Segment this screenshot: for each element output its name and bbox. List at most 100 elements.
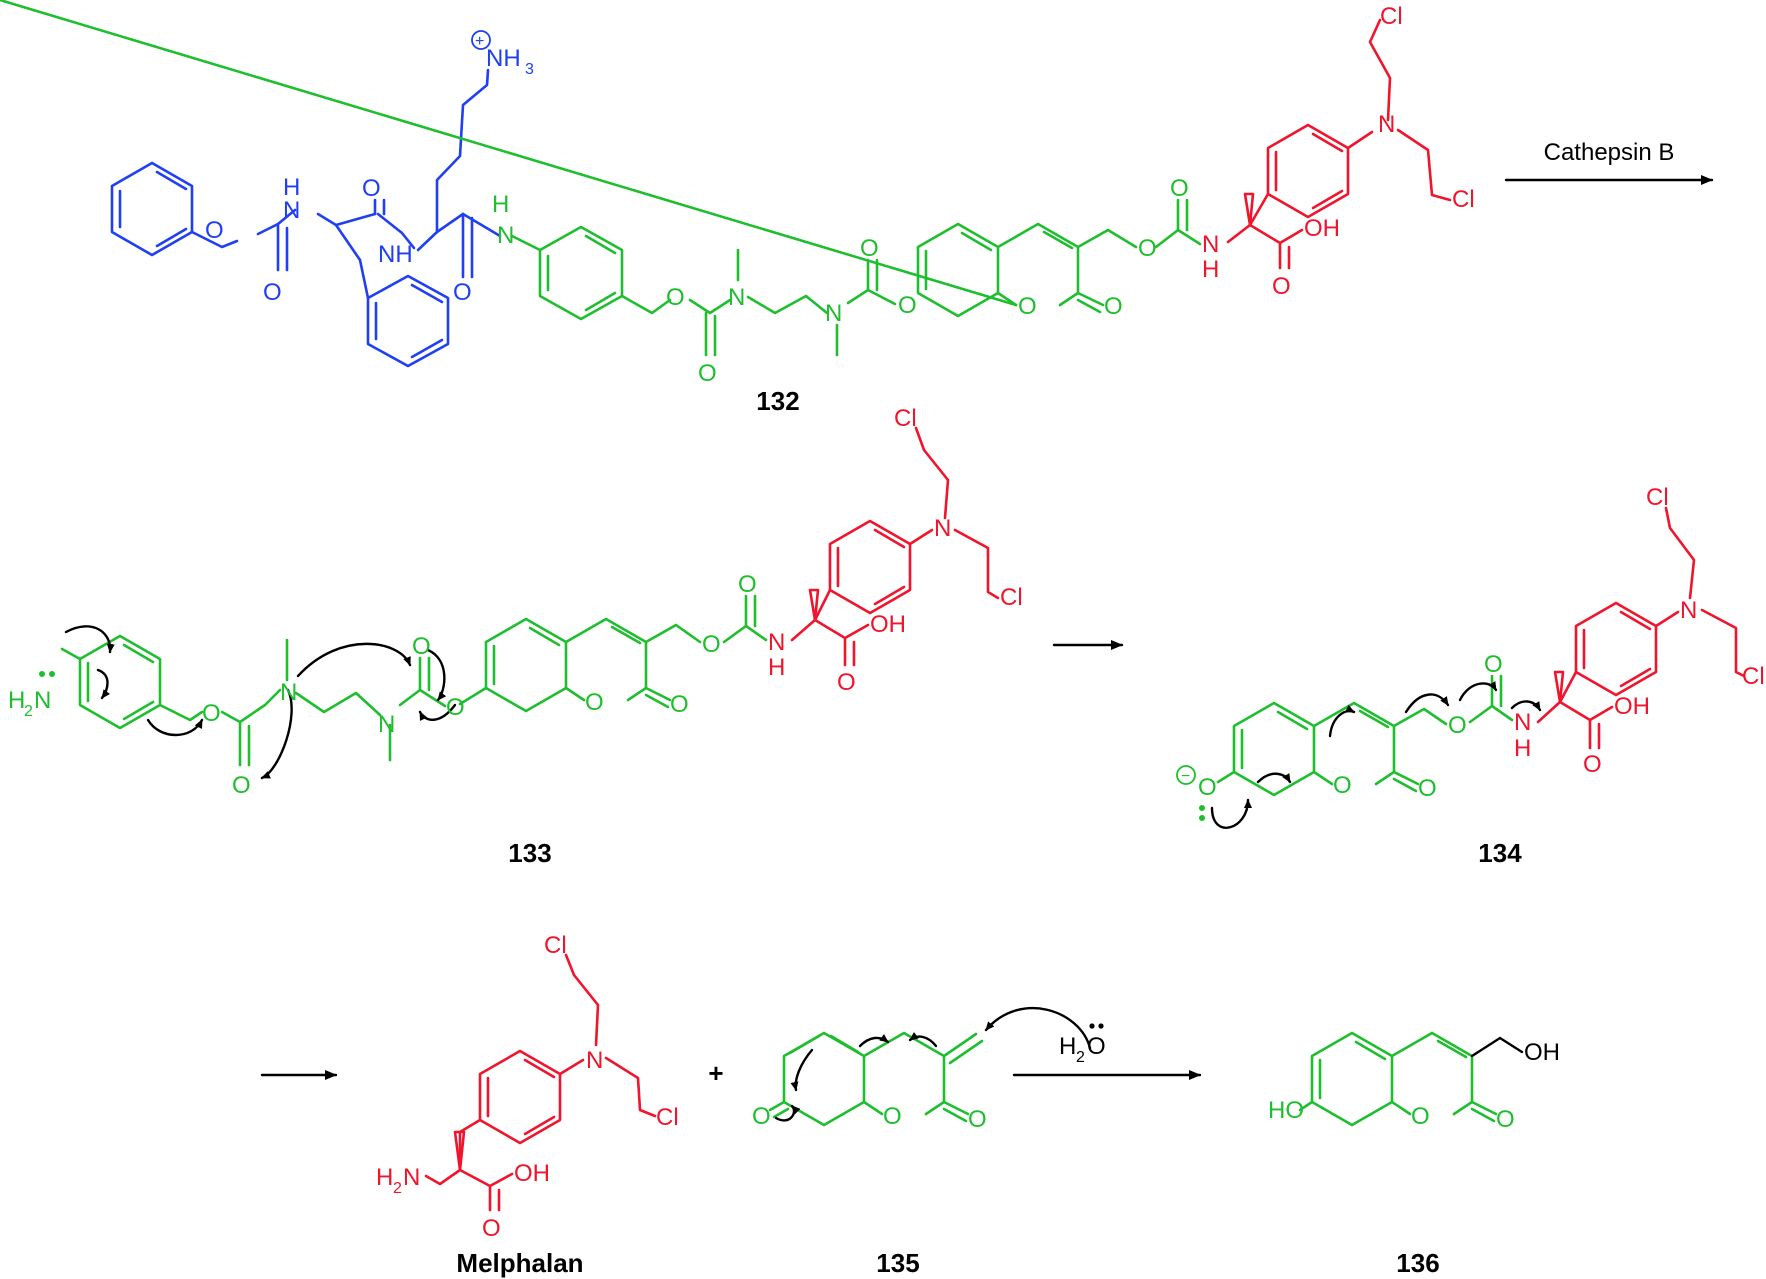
lone-pair-dot [39,671,45,677]
lactone-o-label: O [1411,1103,1430,1130]
coumarin-core-132 [0,0,1138,318]
curly-arrow [908,1032,938,1048]
compound-133: H 2 N O O N N O O O O O O N H OH O N Cl … [8,405,1023,868]
compound-136: HO O O OH 136 [1268,1031,1560,1278]
curly-arrow [146,718,204,737]
plus-sign: + [708,1058,723,1088]
carbonyl-o-label: O [263,279,282,306]
ester-o-label: O [666,284,685,311]
compound-132: O O N H O NH O NH 3 + N H O O N N O O O … [0,0,1475,416]
n-label: N [378,711,395,738]
amine-n-label: N [34,687,51,714]
chlorine-label: Cl [894,405,917,432]
h-label: H [1202,256,1219,283]
ammonium-label: NH [486,45,521,72]
curly-arrow [984,1006,1092,1050]
chlorine-label: Cl [1742,663,1765,690]
carbonyl-o-label: O [1418,775,1437,802]
n-label: N [280,679,297,706]
phenol-ho-label: HO [1268,1097,1304,1124]
carbonyl-o-label: O [698,360,717,387]
mustard-n-label: N [1680,597,1697,624]
lone-pair-dot [1098,1023,1104,1029]
carbonyl-o-label: O [752,1103,771,1130]
ammonium-subscript: 3 [525,61,534,78]
acid-oh-label: OH [1614,693,1650,720]
h-label: H [283,174,300,201]
ester-o-label: O [1448,712,1467,739]
ester-o-label: O [446,694,465,721]
curly-arrow [296,642,412,678]
curly-arrow [858,1034,890,1048]
minus-charge-circle [1176,765,1196,785]
amine-n-label: N [403,1164,420,1191]
acid-oh-label: OH [870,611,906,638]
lactone-o-label: O [883,1103,902,1130]
compound-134: − O O O O O N H OH O N Cl Cl 134 [1176,484,1765,868]
mustard-n-label: N [1378,111,1395,138]
amine-label: H [8,687,25,714]
plus-charge-label: + [475,33,484,50]
curly-arrow [418,703,457,721]
anilide-n-label: N [497,222,514,249]
minus-charge-label: − [1181,768,1190,785]
curly-arrow [1510,700,1542,712]
chlorine-label: Cl [1000,584,1023,611]
curly-arrow [260,688,293,780]
compound-135: O O O 135 [752,1006,1092,1278]
carbonyl-o-label: O [968,1106,987,1133]
acid-oh-label: OH [1304,215,1340,242]
ester-o-label: O [202,700,221,727]
plus-charge-circle [471,30,491,50]
curly-arrow [1404,693,1450,714]
curly-arrow [96,668,110,700]
acid-o-label: O [837,669,856,696]
carbonyl-o-label: O [1170,175,1189,202]
nh-label: N [283,197,300,224]
carbonyl-o-label: O [362,175,381,202]
melphalan-label: Melphalan [456,1248,583,1278]
chlorine-label: Cl [1452,186,1475,213]
lone-pair-dot [1089,1023,1095,1029]
anilide-h-label: H [492,191,509,218]
nh-label: N [768,629,785,656]
n-label: N [728,284,745,311]
carbonyl-o-label: O [860,235,879,262]
acid-oh-label: OH [514,1160,550,1187]
phenoxide-o-label: O [1198,774,1217,801]
compound-134-label: 134 [1478,838,1522,868]
chlorine-label: Cl [544,932,567,959]
ester-o-label: O [898,292,917,319]
carbonyl-o-label: O [453,279,472,306]
enzyme-label: Cathepsin B [1544,139,1675,166]
chlorine-label: Cl [656,1104,679,1131]
amine-subscript: 2 [393,1180,402,1197]
acid-o-label: O [1583,751,1602,778]
chlorine-label: Cl [1646,484,1669,511]
carbonyl-o-label: O [670,691,689,718]
curly-arrow [1328,704,1356,738]
lactone-o-label: O [1333,772,1352,799]
h-label: H [768,654,785,681]
carbonyl-o-label: O [412,633,431,660]
water-o-label: O [1087,1033,1106,1060]
lactone-o-label: O [585,689,604,716]
acid-o-label: O [1272,273,1291,300]
carbonyl-o-label: O [1484,651,1503,678]
mustard-n-label: N [586,1047,603,1074]
water-h-label: H [1059,1033,1076,1060]
melphalan-fragment-132 [1154,18,1452,270]
carbonyl-o-label: O [232,772,251,799]
self-immolative-linker [510,225,897,357]
nh-label: NH [378,241,413,268]
curly-arrow [790,1048,814,1092]
carbonyl-o-label: O [738,571,757,598]
lone-pair-dot [1199,805,1205,811]
hydroxyl-oh-label: OH [1524,1039,1560,1066]
lone-pair-dot [1199,815,1205,821]
amine-subscript: 2 [24,703,33,720]
nh-label: N [1514,709,1531,736]
lone-pair-dot [49,671,55,677]
compound-133-label: 133 [508,838,551,868]
